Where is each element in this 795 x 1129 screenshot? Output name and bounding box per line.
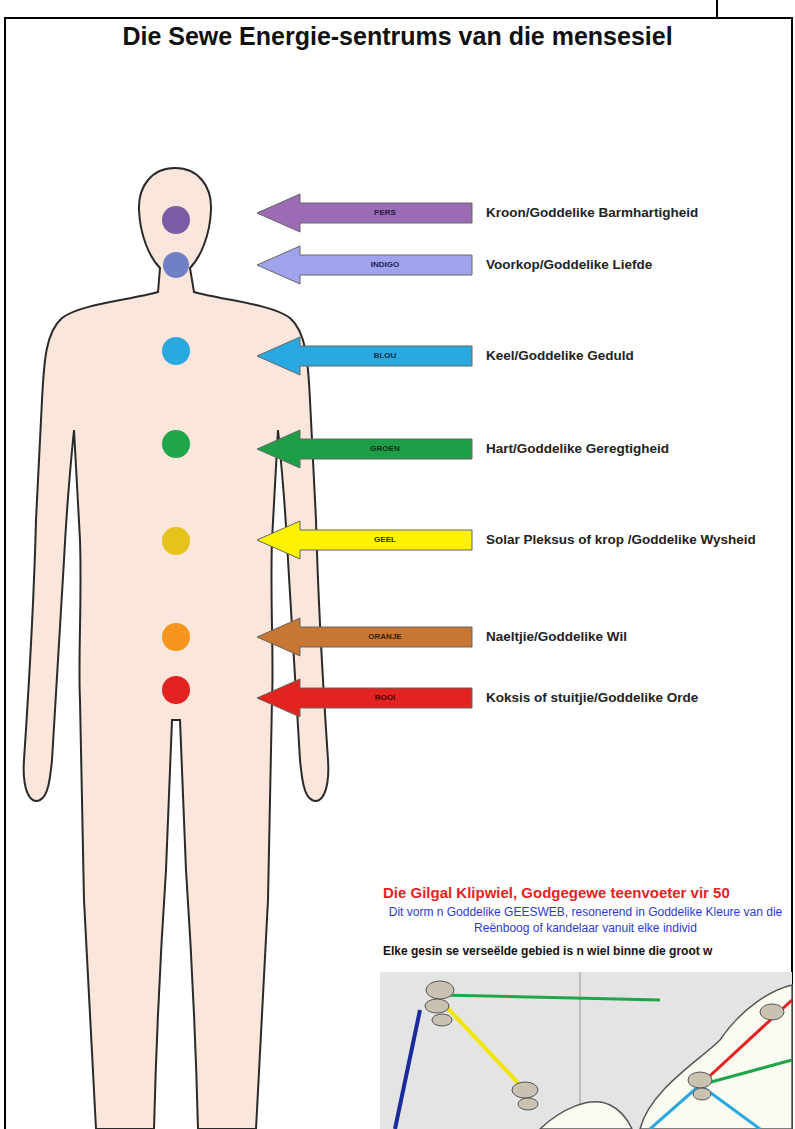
energy-dot xyxy=(162,623,190,651)
arrow-label: PERS xyxy=(300,208,470,217)
arrow-node: GROEN Hart/Goddelike Geregtigheid xyxy=(256,429,792,469)
centre-label: Koksis of stuitjie/Goddelike Orde xyxy=(486,688,790,708)
arrow-label: ORANJE xyxy=(300,632,470,641)
title: Die Sewe Energie-sentrums van die menses… xyxy=(0,22,795,51)
arrow-label: GEEL xyxy=(300,535,470,544)
energy-dot xyxy=(162,206,190,234)
centre-label: Naeltjie/Goddelike Wil xyxy=(486,627,790,647)
energy-dot xyxy=(162,676,190,704)
arrow-label: BLOU xyxy=(300,351,470,360)
map-picture xyxy=(380,972,792,1129)
centre-label: Hart/Goddelike Geregtigheid xyxy=(486,439,790,459)
heading-note: Die Gilgal Klipwiel, Godgegewe teenvoete… xyxy=(383,884,730,901)
energy-dot xyxy=(162,527,190,555)
arrow-shape xyxy=(256,678,474,718)
arrow-shape xyxy=(256,193,474,233)
arrow-label: INDIGO xyxy=(300,260,470,269)
energy-dot xyxy=(162,337,190,365)
arrow-label: ROOI xyxy=(300,693,470,702)
arrow-shape xyxy=(256,520,474,560)
arrow-shape xyxy=(256,245,474,285)
centre-label: Voorkop/Goddelike Liefde xyxy=(486,255,790,275)
arrow-node: INDIGO Voorkop/Goddelike Liefde xyxy=(256,245,792,285)
energy-dot xyxy=(162,430,190,458)
arrow-label: GROEN xyxy=(300,444,470,453)
centre-label: Solar Pleksus of krop /Goddelike Wysheid xyxy=(486,530,790,550)
arrow-node: ORANJE Naeltjie/Goddelike Wil xyxy=(256,617,792,657)
centre-label: Kroon/Goddelike Barmhartigheid xyxy=(486,203,790,223)
arrow-node: ROOI Koksis of stuitjie/Goddelike Orde xyxy=(256,678,792,718)
energy-dot xyxy=(163,252,189,278)
arrow-node: GEEL Solar Pleksus of krop /Goddelike Wys… xyxy=(256,520,792,560)
arrow-node: BLOU Keel/Goddelike Geduld xyxy=(256,336,792,376)
centre-label: Keel/Goddelike Geduld xyxy=(486,346,790,366)
body-note: Elke gesin se verseëlde gebied is n wiel… xyxy=(383,944,712,958)
arrow-shape xyxy=(256,429,474,469)
arrow-shape xyxy=(256,336,474,376)
body-note: Dit vorm n Goddelike GEESWEB, resonerend… xyxy=(383,905,788,936)
frame-tick xyxy=(716,0,718,18)
arrow-shape xyxy=(256,617,474,657)
frame xyxy=(5,18,792,1129)
arrow-node: PERS Kroon/Goddelike Barmhartigheid xyxy=(256,193,792,233)
